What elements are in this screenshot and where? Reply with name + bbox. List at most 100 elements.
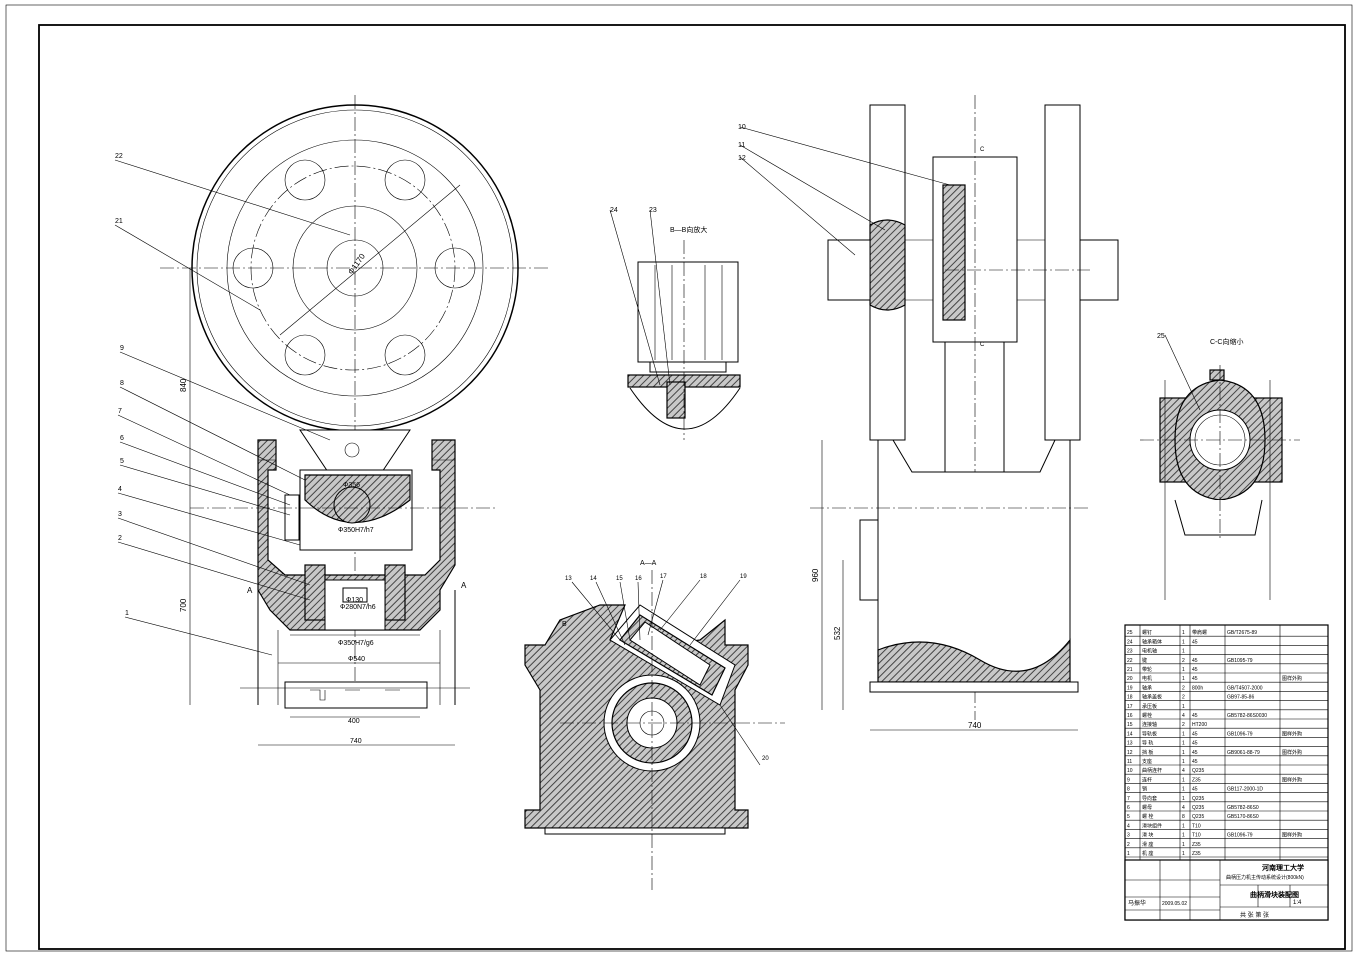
- bom-cell-name: 承压板: [1142, 703, 1157, 710]
- detail-b-title: B—B向放大: [670, 225, 707, 234]
- dim-w400: 400: [348, 718, 360, 725]
- dim-fit-350-h7: Ф350H7/h7: [338, 527, 374, 534]
- design-date: 2009.05.02: [1162, 901, 1187, 907]
- sheet-count: 共 张 第 张: [1240, 911, 1269, 919]
- bom-cell-mat: 45: [1192, 741, 1198, 747]
- bom-cell-std: GB117-2000-1D: [1227, 787, 1263, 793]
- flywheel-hole: [384, 159, 426, 201]
- dim-d540: Ф540: [348, 656, 365, 663]
- bom-cell-std: GB/T4507-2000: [1227, 685, 1263, 691]
- bom-cell-qty: 1: [1182, 787, 1185, 793]
- scale-value: 1:4: [1293, 900, 1302, 906]
- part-ref-17: 17: [660, 574, 667, 580]
- bom-cell-mat: HT200: [1192, 722, 1207, 728]
- dim-d356: Ф356: [343, 482, 360, 489]
- bom-cell-note: 图样外购: [1282, 675, 1302, 682]
- bom-cell-qty: 2: [1182, 722, 1185, 728]
- bom-cell-qty: 4: [1182, 713, 1185, 719]
- bom-cell-no: 2: [1127, 842, 1130, 848]
- part-ref-19: 19: [740, 574, 747, 580]
- detail-b-mark: B: [562, 621, 567, 628]
- bom-cell-name: 挡 板: [1142, 749, 1153, 756]
- bom-cell-mat: Q235: [1192, 805, 1204, 811]
- bom-cell-std: GB5782-86S0030: [1227, 713, 1267, 719]
- bom-cell-qty: 1: [1182, 842, 1185, 848]
- section-mark-c: C: [980, 342, 985, 348]
- bom-cell-qty: 1: [1182, 823, 1185, 829]
- bom-cell-qty: 1: [1182, 704, 1185, 710]
- bom-cell-no: 16: [1127, 713, 1133, 719]
- outer-border: [5, 4, 1353, 952]
- bom-cell-qty: 1: [1182, 851, 1185, 857]
- bom-cell-name: 滑 座: [1142, 841, 1153, 848]
- bom-cell-qty: 1: [1182, 796, 1185, 802]
- part-ref-1: 1: [125, 610, 129, 617]
- bom-cell-qty: 1: [1182, 667, 1185, 673]
- bom-cell-no: 8: [1127, 787, 1130, 793]
- bom-cell-mat: Z35: [1192, 777, 1201, 783]
- side-view: 960 532 740 C C 10 11 12: [738, 95, 1119, 731]
- bom-cell-mat: 45: [1192, 713, 1198, 719]
- bom-cell-mat: 带肩螺: [1192, 629, 1207, 636]
- bom-cell-no: 11: [1127, 759, 1132, 765]
- bom-cell-name: 滑 块: [1142, 832, 1153, 839]
- part-ref-14: 14: [590, 576, 597, 582]
- bom-cell-name: 连接轴: [1142, 721, 1157, 728]
- part-ref-4: 4: [118, 486, 122, 493]
- drawing-title: 曲柄滑块装配图: [1250, 890, 1299, 899]
- bom-cell-name: 带轮: [1142, 666, 1152, 673]
- bom-cell-no: 22: [1127, 658, 1133, 664]
- bom-cell-no: 1: [1127, 851, 1130, 857]
- bom-cell-std: GB1096-79: [1227, 833, 1253, 839]
- part-ref-6: 6: [120, 435, 124, 442]
- bom-cell-no: 20: [1127, 676, 1133, 682]
- bom-cell-mat: 45: [1192, 731, 1198, 737]
- bom-cell-qty: 2: [1182, 685, 1185, 691]
- bom-cell-name: 导轨板: [1142, 730, 1157, 737]
- flywheel-hole: [384, 334, 426, 376]
- bom-cell-qty: 1: [1182, 731, 1185, 737]
- bom-cell-name: 连杆: [1142, 776, 1152, 783]
- bom-cell-mat: T10: [1192, 833, 1201, 839]
- dim-w740: 740: [350, 738, 362, 745]
- part-ref-24: 24: [610, 207, 618, 214]
- bom-cell-name: 螺栓: [1142, 712, 1152, 719]
- bom-cell-name: 机 座: [1142, 850, 1153, 857]
- part-ref-3: 3: [118, 511, 122, 518]
- bom-cell-qty: 2: [1182, 658, 1185, 664]
- dim-d130: Ф130: [346, 597, 363, 604]
- bom-cell-qty: 1: [1182, 833, 1185, 839]
- part-ref-11: 11: [738, 142, 745, 149]
- bom-cell-qty: 1: [1182, 649, 1185, 655]
- dim-w740-side: 740: [968, 721, 982, 730]
- part-ref-2: 2: [118, 535, 122, 542]
- bom-cell-std: GB/T2675-89: [1227, 630, 1257, 636]
- bom-cell-no: 6: [1127, 805, 1130, 811]
- bom-cell-mat: 45: [1192, 759, 1198, 765]
- bom-cell-qty: 4: [1182, 768, 1185, 774]
- bom-cell-no: 15: [1127, 722, 1133, 728]
- bom-cell-std: GB9061-88-79: [1227, 750, 1260, 756]
- part-ref-15: 15: [616, 576, 623, 582]
- part-ref-21: 21: [115, 218, 123, 225]
- designer-name: 马振华: [1128, 899, 1146, 907]
- bom-cell-mat: 45: [1192, 750, 1198, 756]
- detail-c-view: C-C向缩小 25: [1140, 333, 1300, 600]
- dim-h532: 532: [833, 626, 842, 640]
- detail-b-view: B—B向放大 24 23: [609, 207, 741, 440]
- bom-cell-mat: 45: [1192, 667, 1198, 673]
- bom-cell-no: 7: [1127, 796, 1130, 802]
- bom-cell-std: GB97-85-86: [1227, 695, 1254, 701]
- bom-cell-name: 螺钉: [1142, 629, 1152, 636]
- bom-cell-no: 24: [1127, 639, 1133, 645]
- bom-cell-name: 轴承盖板: [1142, 694, 1162, 701]
- part-ref-8: 8: [120, 380, 124, 387]
- dim-h700: 700: [179, 598, 188, 612]
- bom-cell-no: 13: [1127, 741, 1133, 747]
- bom-cell-mat: T10: [1192, 823, 1201, 829]
- part-ref-10: 10: [738, 124, 746, 131]
- section-a-title: A—A: [640, 560, 657, 567]
- bom-cell-qty: 1: [1182, 750, 1185, 756]
- bom-cell-no: 9: [1127, 777, 1130, 783]
- bom-cell-name: 轴承: [1142, 684, 1152, 691]
